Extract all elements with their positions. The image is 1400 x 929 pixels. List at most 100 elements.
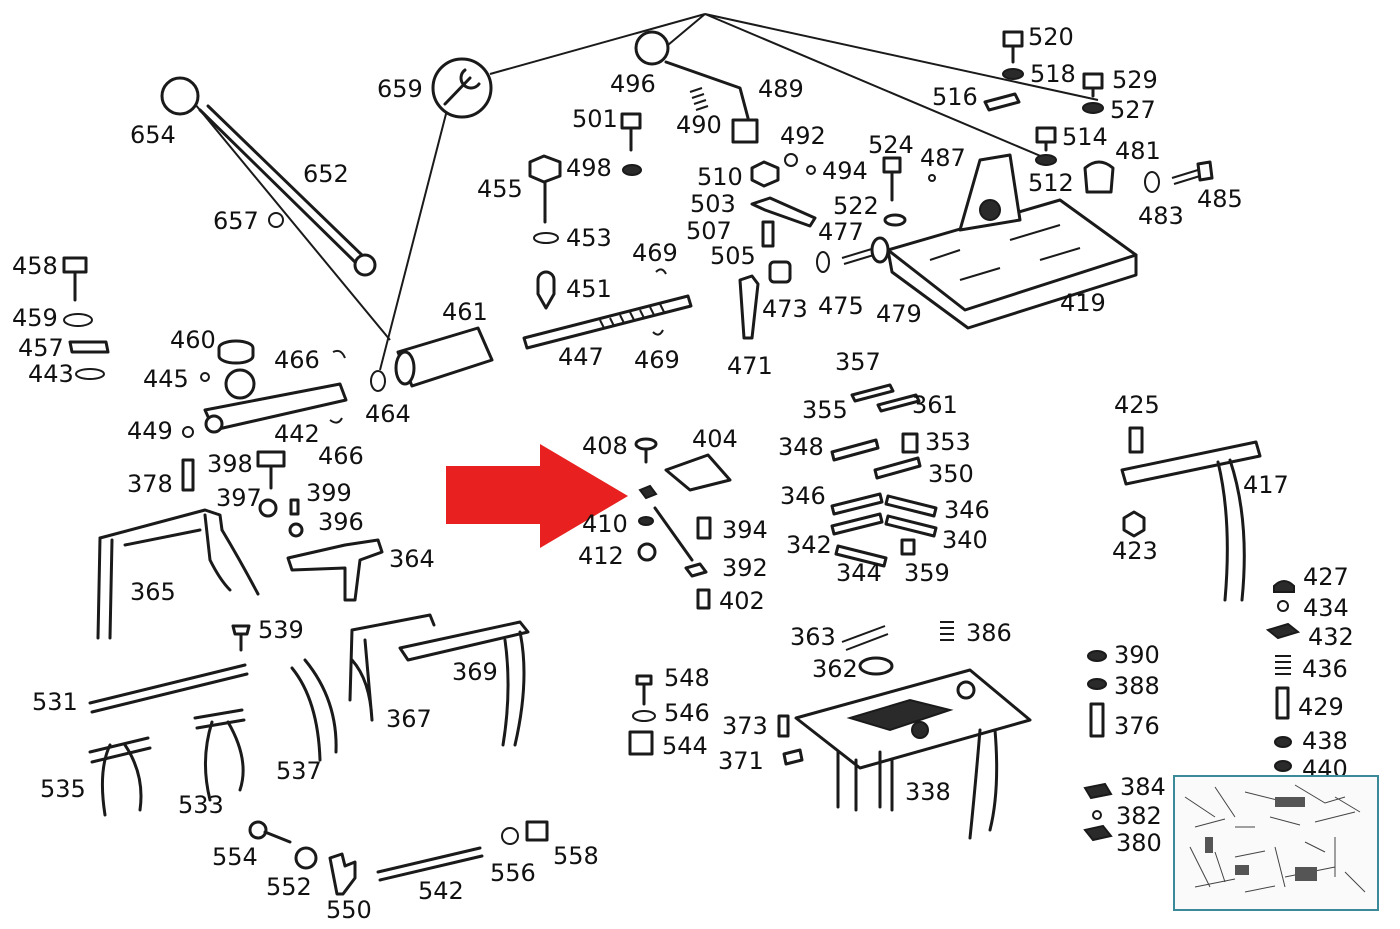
label-436: 436 xyxy=(1302,655,1348,683)
label-524: 524 xyxy=(868,131,914,159)
part-657-ring xyxy=(268,212,284,228)
part-417-lever xyxy=(1120,440,1262,602)
part-363-spring xyxy=(841,625,889,651)
part-410-washer xyxy=(638,516,654,526)
label-350: 350 xyxy=(928,460,974,488)
part-548-screw xyxy=(635,674,653,706)
label-654: 654 xyxy=(130,121,176,149)
part-434-ring xyxy=(1277,600,1289,612)
label-461: 461 xyxy=(442,298,488,326)
label-652: 652 xyxy=(303,160,349,188)
label-373: 373 xyxy=(722,712,768,740)
part-378-pin xyxy=(181,458,195,492)
label-518: 518 xyxy=(1030,60,1076,88)
label-548: 548 xyxy=(664,664,710,692)
part-529-bolt xyxy=(1082,72,1104,98)
overview-thumbnail[interactable] xyxy=(1173,775,1379,911)
part-detent xyxy=(638,484,658,500)
part-487-ring xyxy=(928,174,936,182)
label-384: 384 xyxy=(1120,773,1166,801)
label-362: 362 xyxy=(812,655,858,683)
label-537: 537 xyxy=(276,757,322,785)
part-423-nut xyxy=(1122,510,1146,538)
label-399: 399 xyxy=(306,479,352,507)
label-412: 412 xyxy=(578,542,624,570)
label-514: 514 xyxy=(1062,123,1108,151)
part-510-nut xyxy=(750,160,780,188)
part-507-bolt xyxy=(761,220,775,248)
part-447-shaft xyxy=(522,294,693,350)
part-469-clip-b xyxy=(652,329,664,336)
label-388: 388 xyxy=(1114,672,1160,700)
label-348: 348 xyxy=(778,433,824,461)
tool-circle-496 xyxy=(634,30,670,66)
part-419-cover xyxy=(886,153,1138,330)
label-494: 494 xyxy=(822,157,868,185)
part-436-spring xyxy=(1275,655,1291,675)
label-542: 542 xyxy=(418,877,464,905)
part-546-washer xyxy=(632,710,656,722)
part-443-washer xyxy=(75,368,105,380)
part-466-clip-a xyxy=(332,349,346,359)
label-512: 512 xyxy=(1028,169,1074,197)
label-410: 410 xyxy=(582,510,628,538)
label-429: 429 xyxy=(1298,693,1344,721)
part-404-plate xyxy=(664,453,732,492)
label-451: 451 xyxy=(566,275,612,303)
label-544: 544 xyxy=(662,732,708,760)
part-556-washer xyxy=(501,827,519,845)
label-402: 402 xyxy=(719,587,765,615)
part-388-washer xyxy=(1087,678,1107,690)
label-477: 477 xyxy=(818,218,864,246)
part-364-bracket xyxy=(286,538,384,602)
part-552-nut xyxy=(294,846,318,870)
part-520-bolt xyxy=(1002,30,1024,64)
label-455: 455 xyxy=(477,175,523,203)
part-362-washer xyxy=(858,656,894,676)
part-338-housing xyxy=(794,668,1032,840)
label-659: 659 xyxy=(377,75,423,103)
part-503-arm xyxy=(750,196,817,228)
part-449-ring xyxy=(182,426,194,438)
label-466a: 466 xyxy=(274,346,320,374)
label-503: 503 xyxy=(690,190,736,218)
part-485-bolt xyxy=(1171,160,1214,185)
part-394-sleeve xyxy=(696,516,712,540)
part-399-pin xyxy=(289,498,300,516)
label-481: 481 xyxy=(1115,137,1161,165)
label-342: 342 xyxy=(786,531,832,559)
label-353: 353 xyxy=(925,428,971,456)
part-396-nut xyxy=(288,522,304,538)
pointer-arrow xyxy=(446,444,628,548)
label-404: 404 xyxy=(692,425,738,453)
label-485: 485 xyxy=(1197,185,1243,213)
label-361: 361 xyxy=(912,391,958,419)
label-392: 392 xyxy=(722,554,768,582)
part-369-fork xyxy=(398,620,530,747)
label-460: 460 xyxy=(170,326,216,354)
part-498-washer xyxy=(622,164,642,176)
label-346b: 346 xyxy=(944,496,990,524)
label-473: 473 xyxy=(762,295,808,323)
label-529: 529 xyxy=(1112,66,1158,94)
label-501: 501 xyxy=(572,105,618,133)
part-373-pin xyxy=(777,714,790,738)
part-384-clip xyxy=(1083,782,1113,800)
label-419: 419 xyxy=(1060,289,1106,317)
part-397-nut xyxy=(258,498,278,518)
part-524-bolt xyxy=(882,156,902,202)
label-447: 447 xyxy=(558,343,604,371)
part-464-ring xyxy=(370,370,386,392)
label-367: 367 xyxy=(386,705,432,733)
label-397: 397 xyxy=(216,484,262,512)
part-382-ring xyxy=(1092,810,1102,820)
label-471: 471 xyxy=(727,352,773,380)
label-475: 475 xyxy=(818,292,864,320)
part-453-washer xyxy=(533,232,559,244)
thumbnail-sketch xyxy=(1184,784,1366,893)
label-510: 510 xyxy=(697,163,743,191)
label-417: 417 xyxy=(1243,471,1289,499)
label-469a: 469 xyxy=(632,239,678,267)
part-460-cap xyxy=(217,339,255,365)
